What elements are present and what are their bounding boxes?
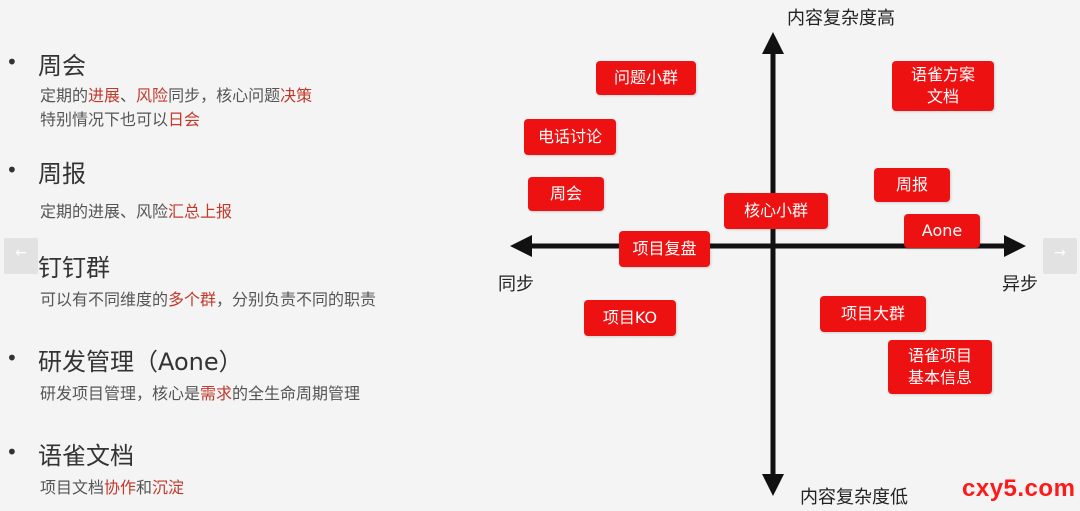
tag-yuque-proposal-doc: 语雀方案 文档 bbox=[892, 61, 994, 111]
arrow-left-icon: ← bbox=[15, 245, 27, 261]
highlight-text: 决策 bbox=[280, 86, 313, 105]
desc-text: 同步，核心问题 bbox=[168, 86, 281, 105]
axis-label-right: 异步 bbox=[1002, 274, 1038, 295]
list-item-desc: 可以有不同维度的多个群，分别负责不同的职责 bbox=[40, 286, 376, 310]
highlight-text: 日会 bbox=[168, 110, 201, 129]
tag-phone-discussion: 电话讨论 bbox=[524, 119, 616, 155]
tag-project-kickoff: 项目KO bbox=[584, 300, 676, 336]
highlight-text: 协作 bbox=[104, 478, 137, 497]
tag-weekly-report: 周报 bbox=[874, 168, 950, 202]
list-item-title: 周报 bbox=[38, 160, 86, 188]
bullet-icon: • bbox=[6, 346, 18, 370]
list-item-title: 钉钉群 bbox=[38, 254, 110, 282]
tag-weekly-meeting: 周会 bbox=[528, 177, 604, 211]
topic-list: • 周会 定期的进展、风险同步，核心问题决策 特别情况下也可以日会 • 周报 定… bbox=[0, 0, 480, 511]
arrow-down-icon bbox=[762, 474, 784, 496]
highlight-text: 风险 bbox=[136, 86, 169, 105]
list-item-desc: 研发项目管理，核心是需求的全生命周期管理 bbox=[40, 380, 360, 404]
desc-text: 定期的进展、风险 bbox=[40, 202, 169, 221]
bullet-icon: • bbox=[6, 50, 18, 74]
desc-text: 特别情况下也可以 bbox=[40, 110, 169, 129]
highlight-text: 多个群 bbox=[168, 290, 217, 309]
desc-text: 可以有不同维度的 bbox=[40, 290, 169, 309]
arrow-right-icon: → bbox=[1054, 245, 1066, 261]
list-item-desc: 特别情况下也可以日会 bbox=[40, 106, 200, 130]
prev-slide-button[interactable]: ← bbox=[4, 238, 38, 274]
desc-text: 项目文档 bbox=[40, 478, 105, 497]
tag-problem-group: 问题小群 bbox=[596, 61, 696, 95]
arrow-right-icon bbox=[1004, 235, 1026, 257]
list-item-title: 周会 bbox=[38, 52, 86, 80]
list-item-title: 研发管理（Aone） bbox=[38, 348, 243, 376]
desc-text: 、 bbox=[120, 86, 137, 105]
watermark: cxy5.com bbox=[962, 475, 1076, 502]
axis-label-bottom: 内容复杂度低 bbox=[800, 487, 908, 508]
list-item-title: 语雀文档 bbox=[38, 442, 134, 470]
axis-label-top: 内容复杂度高 bbox=[787, 8, 895, 29]
desc-text: ，分别负责不同的职责 bbox=[216, 290, 377, 309]
list-item-desc: 定期的进展、风险汇总上报 bbox=[40, 198, 232, 222]
list-item-desc: 定期的进展、风险同步，核心问题决策 bbox=[40, 82, 312, 106]
highlight-text: 需求 bbox=[200, 384, 233, 403]
tag-yuque-project-info: 语雀项目 基本信息 bbox=[888, 340, 992, 394]
desc-text: 的全生命周期管理 bbox=[232, 384, 361, 403]
desc-text: 和 bbox=[136, 478, 153, 497]
tag-project-big-group: 项目大群 bbox=[820, 296, 926, 332]
next-slide-button[interactable]: → bbox=[1043, 238, 1077, 274]
highlight-text: 进展 bbox=[88, 86, 121, 105]
desc-text: 定期的 bbox=[40, 86, 89, 105]
desc-text: 研发项目管理，核心是 bbox=[40, 384, 201, 403]
bullet-icon: • bbox=[6, 440, 18, 464]
highlight-text: 沉淀 bbox=[152, 478, 185, 497]
tag-core-group: 核心小群 bbox=[724, 193, 828, 229]
axis-label-left: 同步 bbox=[498, 274, 534, 295]
highlight-text: 汇总上报 bbox=[168, 202, 233, 221]
bullet-icon: • bbox=[6, 158, 18, 182]
tag-project-review: 项目复盘 bbox=[619, 231, 710, 267]
list-item-desc: 项目文档协作和沉淀 bbox=[40, 474, 184, 498]
arrow-left-icon bbox=[510, 235, 532, 257]
arrow-up-icon bbox=[762, 32, 784, 54]
tag-aone: Aone bbox=[904, 214, 980, 248]
